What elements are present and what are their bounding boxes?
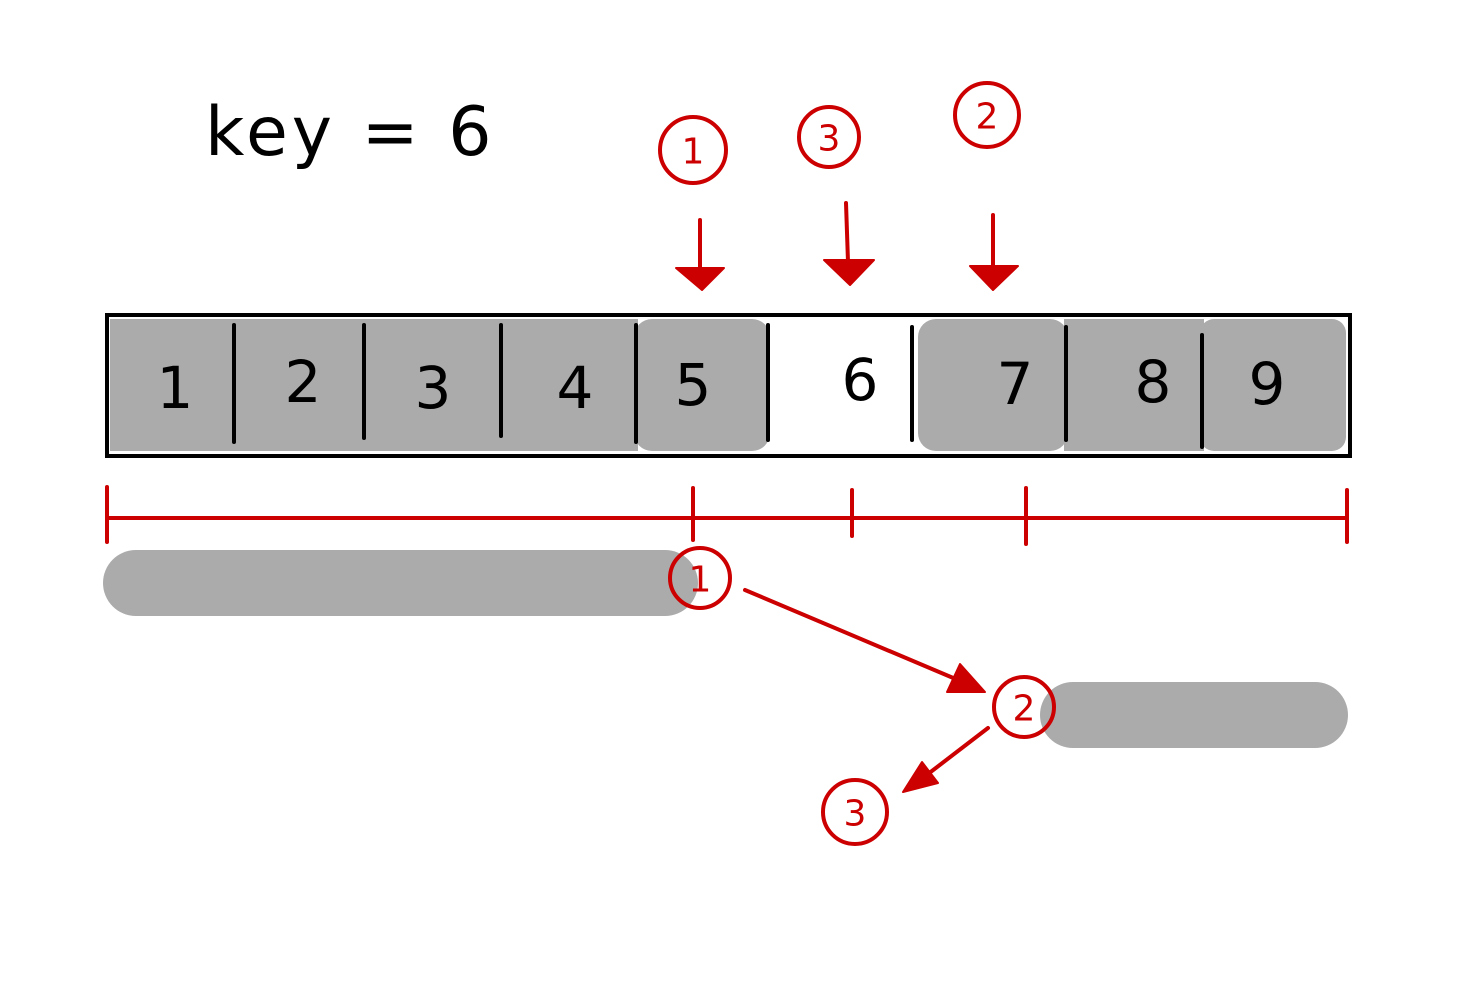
cell-shade — [499, 319, 638, 451]
arrow-head — [969, 265, 1019, 291]
cell-shade — [232, 319, 366, 451]
cell-value: 6 — [842, 346, 879, 414]
arrow-head — [675, 267, 725, 291]
down-arrow-step-3 — [823, 201, 875, 286]
cell-shade — [1064, 319, 1204, 451]
down-arrow-step-1 — [675, 218, 725, 291]
cell-shade — [770, 319, 910, 451]
step-arrow-1-to-2 — [743, 588, 986, 693]
cell-value: 2 — [285, 348, 322, 416]
marker-label: 3 — [818, 119, 841, 160]
top-marker-1: 1 — [658, 115, 728, 185]
arrow-head — [946, 663, 986, 693]
cell-dividers — [232, 323, 1204, 449]
cell-value: 8 — [1135, 348, 1172, 416]
marker-label: 3 — [844, 794, 867, 835]
top-marker-2: 2 — [953, 81, 1021, 149]
cell-shade — [362, 319, 503, 451]
cell-value: 9 — [1249, 350, 1286, 418]
range-line — [105, 485, 1349, 546]
key-label: key = 6 — [205, 93, 496, 172]
marker-label: 2 — [1013, 689, 1036, 730]
cell-value: 3 — [415, 354, 452, 422]
step-arrow-2-to-3 — [902, 726, 990, 793]
cell-shade — [1200, 319, 1346, 451]
cell-shade — [110, 319, 236, 451]
arrow-shaft — [844, 201, 850, 264]
eliminated-left-bar — [103, 550, 698, 616]
eliminated-right-bar — [1040, 682, 1348, 748]
marker-circle — [953, 81, 1021, 149]
top-marker-3: 3 — [797, 105, 861, 169]
cell-shades — [110, 319, 1346, 451]
bottom-marker-2: 2 — [992, 675, 1056, 739]
marker-circle — [668, 546, 732, 610]
down-arrow-step-2 — [969, 213, 1019, 291]
marker-circle — [821, 778, 889, 846]
cell-shade — [918, 319, 1068, 451]
cell-value: 7 — [997, 350, 1034, 418]
arrow-shaft — [926, 726, 990, 776]
cell-values: 1 2 3 4 5 6 7 8 9 — [157, 346, 1286, 422]
cell-value: 5 — [675, 351, 712, 419]
marker-circle — [658, 115, 728, 185]
marker-label: 1 — [689, 560, 712, 601]
cell-value: 1 — [157, 354, 194, 422]
cell-shade — [634, 319, 770, 451]
cell-value: 4 — [557, 354, 594, 422]
marker-circle — [992, 675, 1056, 739]
marker-circle — [797, 105, 861, 169]
arrow-shaft — [743, 588, 960, 682]
array-box — [105, 313, 1352, 458]
bottom-marker-1: 1 — [668, 546, 732, 610]
marker-label: 2 — [976, 97, 999, 138]
arrow-head — [902, 761, 939, 793]
marker-label: 1 — [682, 132, 705, 173]
arrow-head — [823, 259, 875, 286]
bottom-marker-3: 3 — [821, 778, 889, 846]
